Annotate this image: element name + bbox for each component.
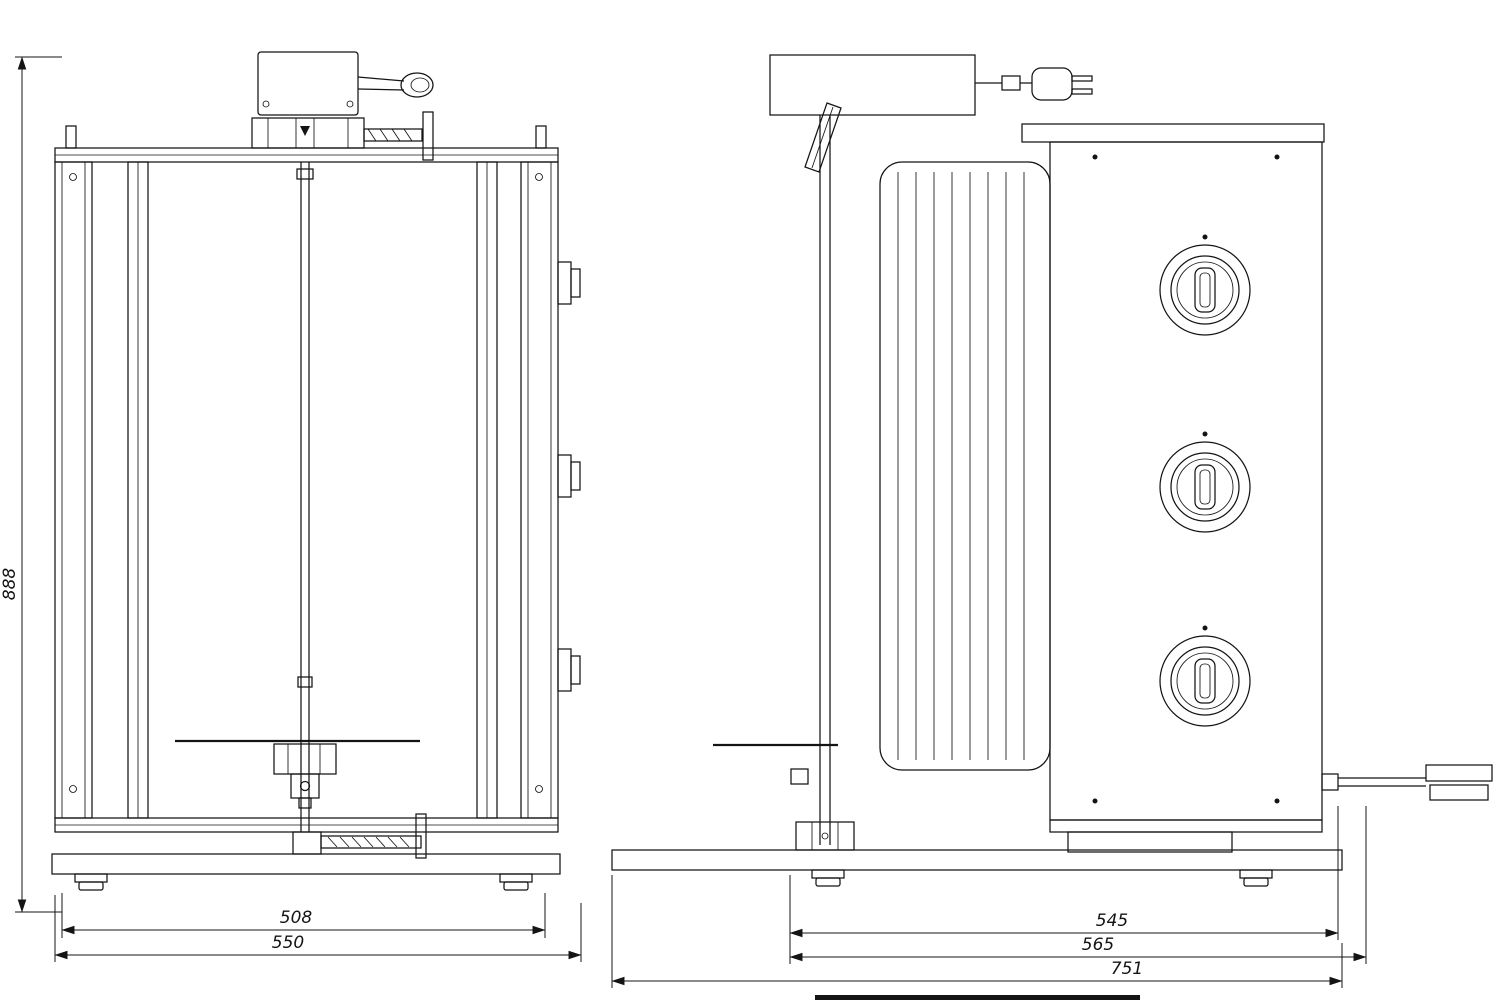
- front-view: 888 508 550: [0, 51, 582, 962]
- foot-pad: [815, 877, 841, 887]
- foot: [811, 869, 845, 879]
- handle-arm: [357, 76, 405, 91]
- front-base: [51, 853, 561, 891]
- dim-label-inner-width: 508: [280, 908, 313, 928]
- dimension-height: 888: [0, 56, 62, 913]
- dimension-overall-width: 550: [54, 895, 582, 962]
- rod-end-pin: [415, 813, 427, 859]
- motor-housing: [257, 51, 359, 116]
- base-support: [1067, 831, 1233, 853]
- plug-body: [1031, 67, 1073, 101]
- hub-lower-block: [290, 773, 320, 799]
- dim-label-overall-width: 550: [272, 933, 304, 953]
- frame-pin-right: [535, 125, 547, 149]
- plug-prong: [1071, 88, 1093, 95]
- meat-tray-assembly: [175, 739, 420, 809]
- foot: [499, 873, 533, 883]
- control-panel: [1049, 141, 1323, 821]
- index-dot-icon: [1202, 625, 1208, 631]
- locking-bolt-icon: [299, 780, 311, 792]
- threaded-rod: [320, 835, 422, 849]
- foot: [74, 873, 108, 883]
- dimension-body-depth: 545: [789, 806, 1339, 964]
- dimension-depth-with-fitting: 565: [789, 806, 1367, 964]
- screw-icon: [535, 173, 543, 181]
- gas-knob-bottom: [1159, 625, 1251, 727]
- foot-pad: [503, 881, 529, 891]
- spit-clamp-handle: [804, 102, 842, 173]
- drive-motor-assembly: [251, 51, 434, 161]
- dimension-inner-width: 508: [61, 893, 546, 938]
- gas-knob-middle: [1159, 431, 1251, 533]
- rivet-icon: [1092, 798, 1098, 804]
- rivet-icon: [1274, 154, 1280, 160]
- lower-clamp: [790, 768, 809, 785]
- burner-knob-tabs: [557, 261, 581, 692]
- rivet-icon: [1092, 154, 1098, 160]
- screw-icon: [262, 100, 270, 108]
- gas-inlet: [1321, 764, 1493, 801]
- side-view: 545 565 751: [611, 54, 1493, 1000]
- right-column: [520, 161, 559, 819]
- left-column: [54, 161, 93, 819]
- panel-bottom-bar: [1049, 819, 1323, 833]
- top-frame: [54, 125, 559, 163]
- frame-pin-left: [65, 125, 77, 149]
- screw-icon: [535, 785, 543, 793]
- index-dot-icon: [1202, 234, 1208, 240]
- screw-icon: [821, 832, 829, 840]
- bottom-frame: [54, 817, 559, 833]
- index-dot-icon: [1202, 431, 1208, 437]
- motor-housing-side: [769, 54, 976, 116]
- inlet-fitting: [1321, 773, 1339, 791]
- screw-icon: [69, 785, 77, 793]
- plug-prong: [1071, 75, 1093, 82]
- burner-housing: [879, 161, 1051, 771]
- dim-label-body-depth: 545: [1096, 911, 1128, 931]
- regulator-block: [1425, 764, 1493, 782]
- rod-end-pin: [422, 111, 434, 161]
- screw-icon: [346, 100, 354, 108]
- bearing-block: [292, 831, 322, 855]
- knob-grip: [1194, 464, 1216, 510]
- skewer-spindle: [296, 162, 314, 832]
- cropped-frame-edge: [815, 995, 1140, 1000]
- panel-face: [1049, 141, 1323, 821]
- dim-label-height: 888: [0, 568, 20, 601]
- top-cap: [1021, 123, 1325, 143]
- power-cord-plug: [975, 67, 1093, 101]
- spit-bearing-block: [795, 821, 855, 851]
- spit-assembly: [713, 102, 855, 851]
- inner-posts: [127, 161, 498, 819]
- coupling-mark-icon: [300, 126, 310, 136]
- spindle-collar: [296, 168, 314, 180]
- screw-icon: [69, 173, 77, 181]
- handle-ball: [400, 72, 434, 98]
- gas-knob-top: [1159, 234, 1251, 336]
- handle-ball-inner: [410, 77, 430, 93]
- burner-fins: [897, 172, 1025, 760]
- dim-label-overall-depth: 751: [1111, 959, 1143, 979]
- cord-grommet: [1001, 75, 1021, 91]
- foot-pad: [1243, 877, 1269, 887]
- side-base: [611, 819, 1343, 887]
- bottom-drive-linkage: [292, 813, 427, 859]
- base-plate: [51, 853, 561, 875]
- regulator-block: [1429, 784, 1489, 801]
- dim-label-depth-with-fitting: 565: [1082, 935, 1114, 955]
- foot: [1239, 869, 1273, 879]
- rivet-icon: [1274, 798, 1280, 804]
- dimension-overall-depth: 751: [611, 875, 1343, 988]
- adjust-rod: [363, 128, 423, 142]
- base-plate: [611, 849, 1343, 871]
- motor-mount-bracket: [251, 117, 365, 149]
- spindle-collar: [297, 676, 313, 688]
- knob-grip: [1194, 267, 1216, 313]
- tray-hub: [273, 743, 337, 775]
- foot-pad: [78, 881, 104, 891]
- knob-grip: [1194, 658, 1216, 704]
